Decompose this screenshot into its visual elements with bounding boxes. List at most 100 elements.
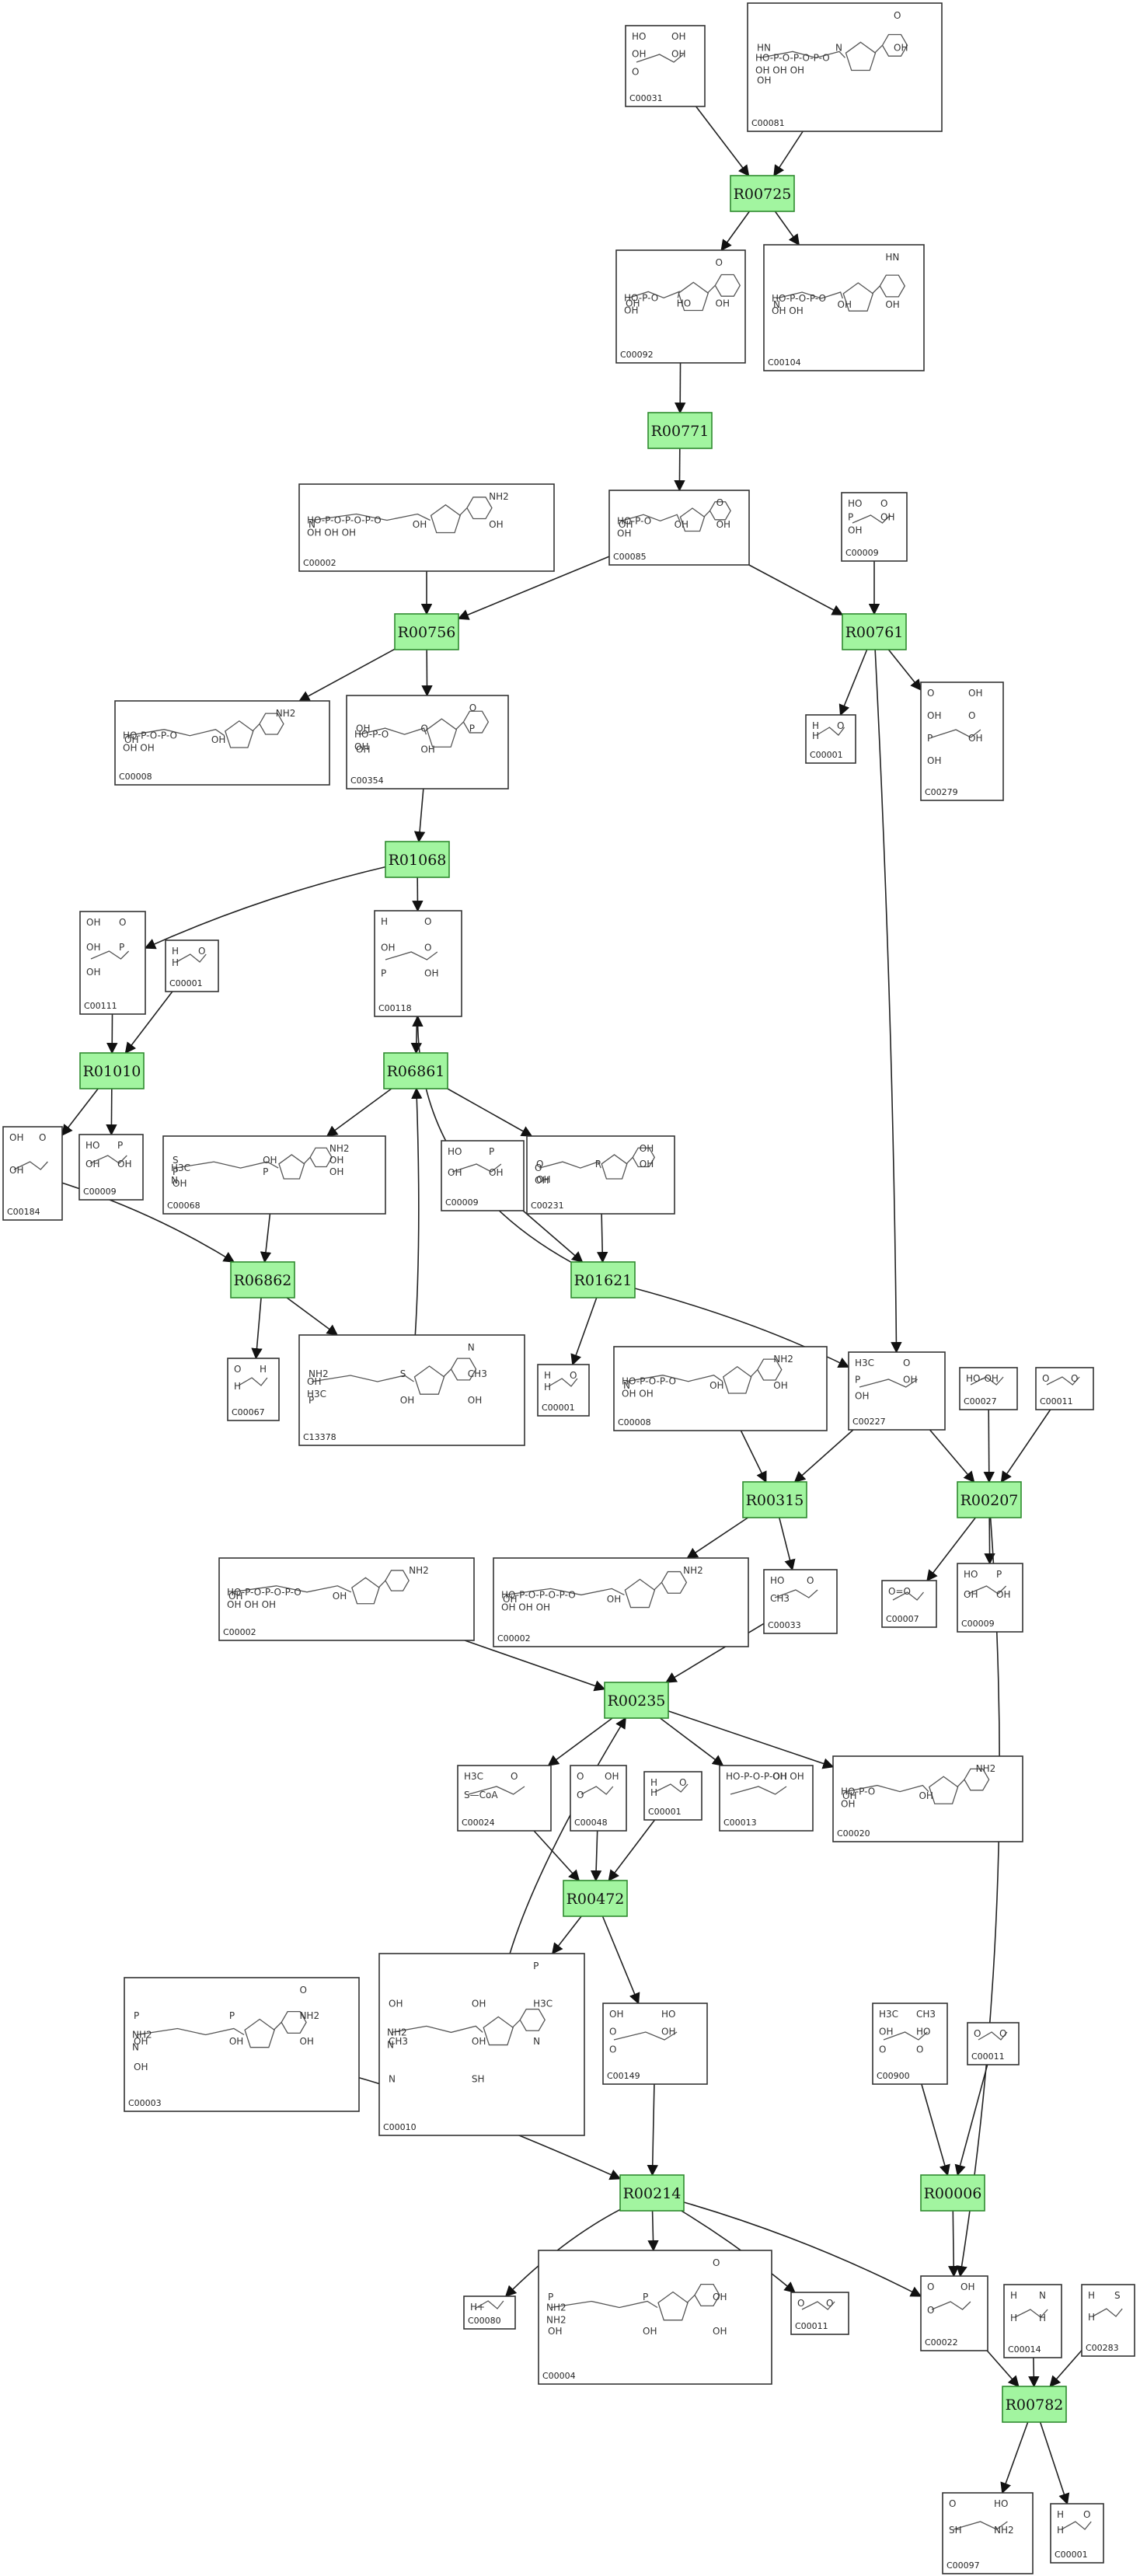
reaction-box[interactable]	[730, 175, 795, 212]
compound-box[interactable]	[747, 2, 943, 132]
compound-box[interactable]	[763, 244, 925, 371]
reaction-r00235[interactable]: R00235	[604, 1682, 669, 1719]
reaction-box[interactable]	[394, 613, 459, 650]
compound-box[interactable]	[920, 2275, 988, 2351]
compound-box[interactable]	[124, 1977, 360, 2112]
reaction-r06862[interactable]: R06862	[230, 1261, 295, 1298]
compound-box[interactable]	[298, 1334, 525, 1446]
compound-box[interactable]	[2, 1126, 63, 1221]
reaction-box[interactable]	[230, 1261, 295, 1298]
reaction-r01068[interactable]: R01068	[385, 841, 450, 878]
compound-box[interactable]	[967, 2022, 1020, 2065]
compound-box[interactable]	[1035, 1367, 1094, 1410]
compound-box[interactable]	[493, 1557, 749, 1647]
reaction-r00207[interactable]: R00207	[957, 1481, 1022, 1518]
reaction-box[interactable]	[79, 1052, 145, 1089]
compound-box[interactable]	[218, 1557, 475, 1641]
compound-box[interactable]	[613, 1346, 828, 1431]
compound-box[interactable]	[832, 1755, 1023, 1842]
compound-box[interactable]	[114, 700, 330, 786]
reaction-r01010[interactable]: R01010	[79, 1052, 145, 1089]
compound-c00080[interactable]: H+C00080	[463, 2295, 516, 2330]
compound-box[interactable]	[298, 483, 555, 572]
compound-box[interactable]	[848, 1351, 946, 1431]
reaction-box[interactable]	[647, 412, 713, 449]
reaction-box[interactable]	[957, 1481, 1022, 1518]
compound-box[interactable]	[957, 1563, 1023, 1633]
compound-box[interactable]	[346, 695, 509, 790]
reaction-r06861[interactable]: R06861	[383, 1052, 448, 1089]
reaction-r00725[interactable]: R00725	[730, 175, 795, 212]
compound-box[interactable]	[227, 1358, 280, 1421]
compound-box[interactable]	[162, 1135, 386, 1215]
compound-box[interactable]	[602, 2003, 708, 2085]
reaction-r00782[interactable]: R00782	[1002, 2386, 1067, 2423]
compound-box[interactable]	[920, 681, 1004, 801]
reaction-r00761[interactable]: R00761	[842, 613, 907, 650]
compound-box[interactable]	[165, 939, 219, 992]
reaction-r00006[interactable]: R00006	[920, 2174, 985, 2212]
compound-box[interactable]	[78, 1134, 144, 1201]
compound-box[interactable]	[763, 1569, 838, 1634]
compound-box[interactable]	[1050, 2503, 1104, 2564]
reaction-box[interactable]	[570, 1261, 636, 1298]
reaction-r01621[interactable]: R01621	[570, 1261, 636, 1298]
compound-box[interactable]	[378, 1953, 585, 2136]
compound-box[interactable]	[625, 25, 706, 107]
reaction-box[interactable]	[619, 2174, 685, 2212]
reaction-r00315[interactable]: R00315	[742, 1481, 807, 1518]
compound-box[interactable]	[374, 910, 462, 1017]
compound-box[interactable]	[615, 249, 746, 364]
reaction-box[interactable]	[385, 841, 450, 878]
compound-box[interactable]	[959, 1367, 1018, 1410]
reaction-box[interactable]	[920, 2174, 985, 2212]
compound-box[interactable]	[643, 1771, 702, 1821]
compound-box[interactable]	[872, 2003, 948, 2085]
compound-box[interactable]	[538, 2250, 772, 2385]
reaction-box[interactable]	[1002, 2386, 1067, 2423]
compound-box[interactable]	[570, 1765, 627, 1832]
compound-box[interactable]	[942, 2492, 1034, 2574]
compound-box[interactable]	[1081, 2284, 1135, 2357]
reaction-box[interactable]	[842, 613, 907, 650]
reaction-box[interactable]	[604, 1682, 669, 1719]
